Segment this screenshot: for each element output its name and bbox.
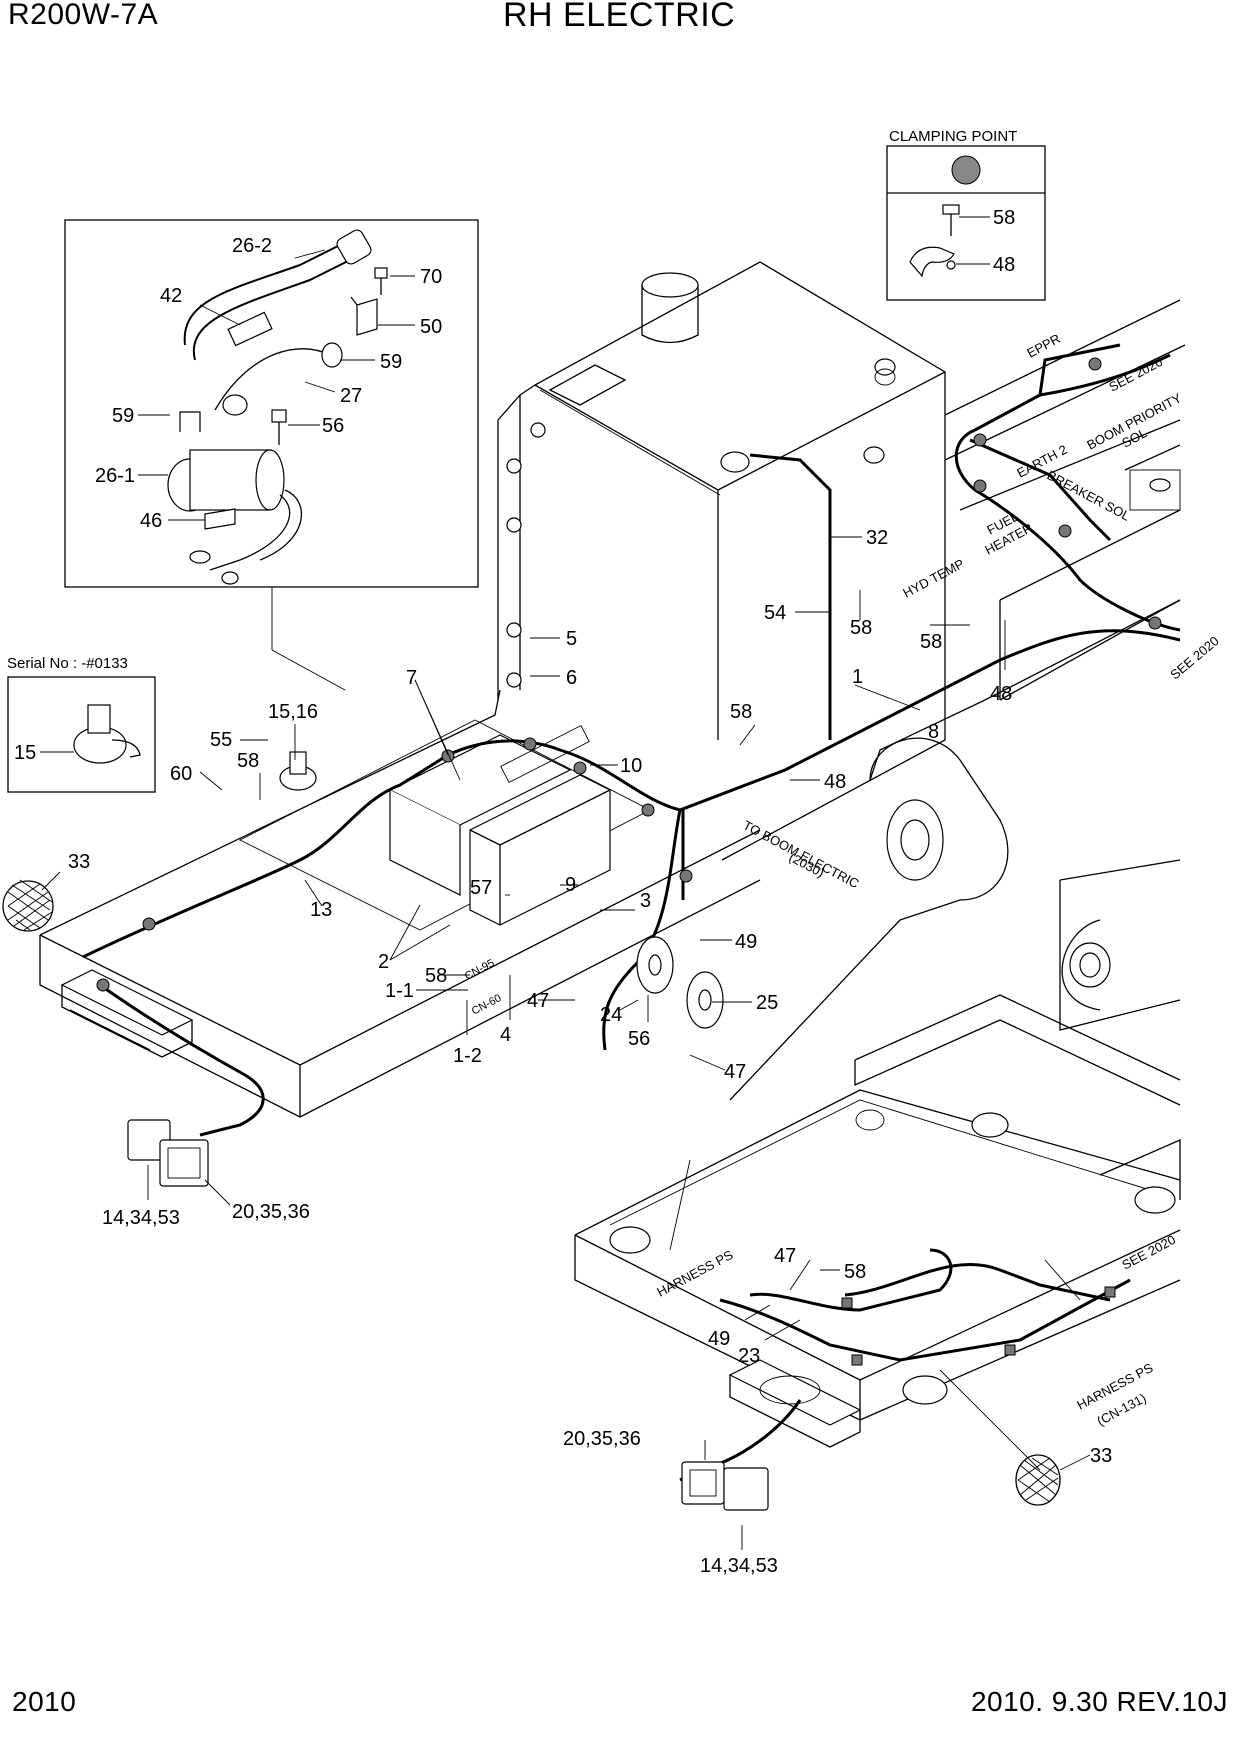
callout-15-16: 15,16 (268, 701, 318, 723)
callout-25: 25 (756, 992, 778, 1014)
callout-33a: 33 (68, 851, 90, 873)
heater-inset-box: 26-2 70 42 50 59 27 59 56 26-1 46 (64, 219, 479, 588)
callout-14-34-53: 14,34,53 (102, 1207, 180, 1229)
callout-58c: 58 (850, 617, 872, 639)
leader-lines (41, 536, 1091, 1550)
main-callouts: 15,16 55 58 60 33 7 5 6 10 13 57 3 9 2 5… (68, 527, 1012, 1229)
label-harness-ps-a: HARNESS PS (654, 1247, 735, 1300)
model-number: R200W-7A (8, 0, 159, 31)
callout-58d: 58 (920, 631, 942, 653)
lower-callout-20-35-36: 20,35,36 (563, 1428, 641, 1450)
label-see-2020-a: SEE 2020 (1106, 354, 1165, 395)
callout-49: 49 (735, 931, 757, 953)
callout-2: 2 (378, 951, 389, 973)
callout-7: 7 (406, 667, 417, 689)
callout-5: 5 (566, 628, 577, 650)
serial-callout-15: 15 (14, 742, 36, 764)
inset-callout-26-2: 26-2 (232, 235, 272, 257)
label-hyd-temp: HYD TEMP (900, 556, 966, 601)
callout-4: 4 (500, 1024, 511, 1046)
callout-54: 54 (764, 602, 786, 624)
lower-callout-23: 23 (738, 1345, 760, 1367)
callout-48: 48 (993, 254, 1015, 276)
inset-callout-26-1: 26-1 (95, 465, 135, 487)
lower-callout-14-34-53: 14,34,53 (700, 1555, 778, 1577)
callout-56: 56 (628, 1028, 650, 1050)
callout-24: 24 (600, 1004, 622, 1026)
callout-60: 60 (170, 763, 192, 785)
lower-callout-49: 49 (708, 1328, 730, 1350)
lower-callouts: 47 58 49 23 20,35,36 14,34,53 33 (563, 1245, 1112, 1577)
clamping-point-title: CLAMPING POINT (889, 128, 1017, 145)
label-see-2020-b: SEE 2020 (1167, 633, 1221, 682)
page-number: 2010 (12, 1686, 77, 1717)
serial-text: Serial No : -#0133 (7, 655, 128, 672)
machine-frame (39, 261, 1186, 1448)
inset-callout-59a: 59 (380, 351, 402, 373)
callout-58b: 58 (425, 965, 447, 987)
label-cn-60: CN-60 (470, 992, 504, 1018)
callout-58a: 58 (237, 750, 259, 772)
revision-date: 2010. 9.30 REV.10J (970, 1686, 1228, 1717)
inset-callout-56: 56 (322, 415, 344, 437)
callout-8: 8 (928, 721, 939, 743)
clamping-dot-icon (951, 155, 981, 185)
callout-58e: 58 (730, 701, 752, 723)
callout-6: 6 (566, 667, 577, 689)
callout-48b: 48 (824, 771, 846, 793)
callout-47a: 47 (527, 990, 549, 1012)
callout-1-1: 1-1 (385, 980, 414, 1002)
callout-9: 9 (565, 874, 576, 896)
callout-47b: 47 (724, 1061, 746, 1083)
lower-callout-58: 58 (844, 1261, 866, 1283)
callout-20-35-36: 20,35,36 (232, 1201, 310, 1223)
inset-callout-27: 27 (340, 385, 362, 407)
clamp-icon (909, 246, 956, 278)
callout-10: 10 (620, 755, 642, 777)
inset-callout-59b: 59 (112, 405, 134, 427)
callout-55: 55 (210, 729, 232, 751)
page-title: RH ELECTRIC (503, 0, 736, 34)
inset-callout-50: 50 (420, 316, 442, 338)
callout-48a: 48 (990, 683, 1012, 705)
wiring-harness (2, 343, 1181, 1511)
callout-1: 1 (852, 666, 863, 688)
label-see-2020-c: SEE 2020 (1119, 1232, 1178, 1273)
callout-13: 13 (310, 899, 332, 921)
bolt-icon (942, 204, 960, 236)
clamping-point-box: CLAMPING POINT 58 48 (886, 128, 1046, 301)
callout-58: 58 (993, 207, 1015, 229)
inset-callout-46: 46 (140, 510, 162, 532)
callout-57: 57 (470, 877, 492, 899)
serial-box: Serial No : -#0133 15 (7, 655, 156, 793)
inset-callout-42: 42 (160, 285, 182, 307)
lower-callout-33: 33 (1090, 1445, 1112, 1467)
inset-callout-70: 70 (420, 266, 442, 288)
label-breaker-sol: BREAKER SOL (1045, 467, 1133, 523)
label-cn-95: CN-95 (463, 957, 497, 983)
callout-3: 3 (640, 890, 651, 912)
lower-callout-47: 47 (774, 1245, 796, 1267)
callout-1-2: 1-2 (453, 1045, 482, 1067)
callout-32: 32 (866, 527, 888, 549)
